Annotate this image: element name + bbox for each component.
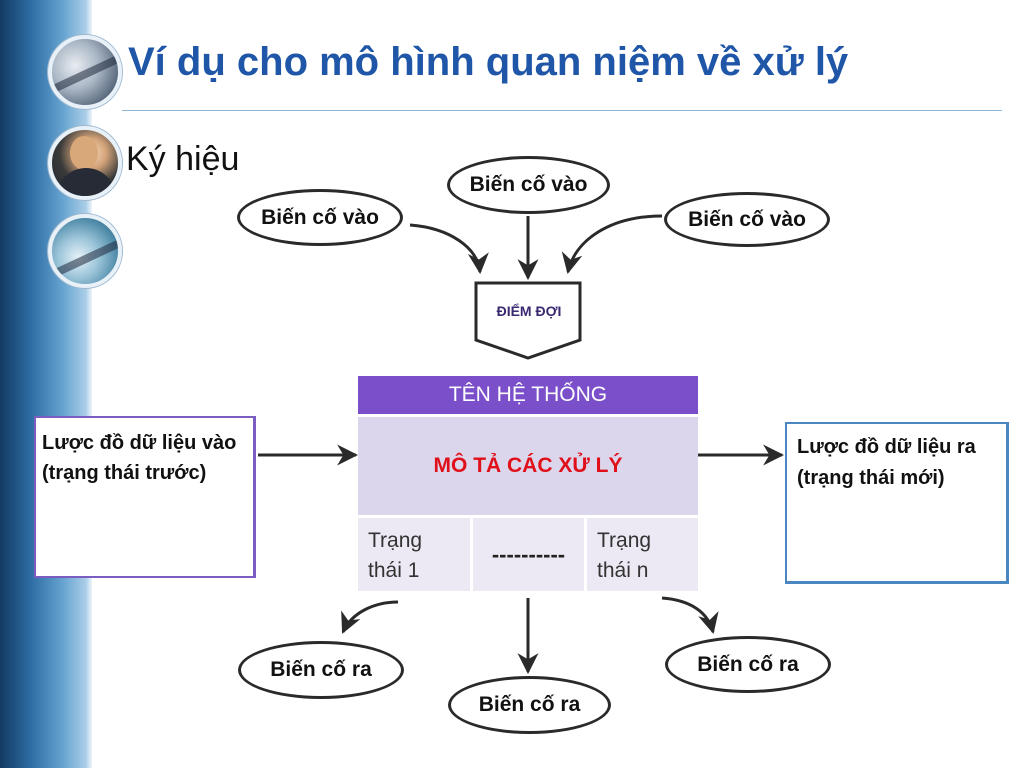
bullet-image-1 xyxy=(48,35,122,109)
title-divider xyxy=(122,110,1002,111)
system-description: MÔ TẢ CÁC XỬ LÝ xyxy=(358,417,698,515)
state-cell-ellipsis: ---------- xyxy=(473,518,584,591)
output-event-ellipse-left: Biến cố ra xyxy=(238,641,404,699)
slide-title: Ví dụ cho mô hình quan niệm về xử lý xyxy=(128,40,849,84)
output-event-ellipse-center: Biến cố ra xyxy=(448,676,611,734)
bullet-image-2 xyxy=(48,126,122,200)
system-name: TÊN HỆ THỐNG xyxy=(358,376,698,414)
output-schema-box: Lược đồ dữ liệu ra (trạng thái mới) xyxy=(785,422,1009,584)
system-box: TÊN HỆ THỐNG MÔ TẢ CÁC XỬ LÝ Trạng thái … xyxy=(358,376,698,591)
wait-point-label: ĐIỂM ĐỢI xyxy=(496,303,562,319)
arrow-input-left xyxy=(409,223,489,275)
state-cell-first: Trạng thái 1 xyxy=(358,518,470,591)
slide-subtitle: Ký hiệu xyxy=(126,140,240,178)
input-event-ellipse-left: Biến cố vào xyxy=(237,189,403,246)
state-cell-last: Trạng thái n xyxy=(587,518,698,591)
wait-point-shape xyxy=(474,281,582,360)
input-event-ellipse-right: Biến cố vào xyxy=(664,192,830,247)
input-schema-box: Lược đồ dữ liệu vào (trạng thái trước) xyxy=(34,416,256,578)
arrow-output-right xyxy=(661,596,719,635)
input-event-ellipse-top: Biến cố vào xyxy=(447,156,610,214)
arrow-input-right xyxy=(561,214,663,275)
arrow-output-left xyxy=(341,600,399,634)
bullet-image-3 xyxy=(48,214,122,288)
output-event-ellipse-right: Biến cố ra xyxy=(665,636,831,693)
